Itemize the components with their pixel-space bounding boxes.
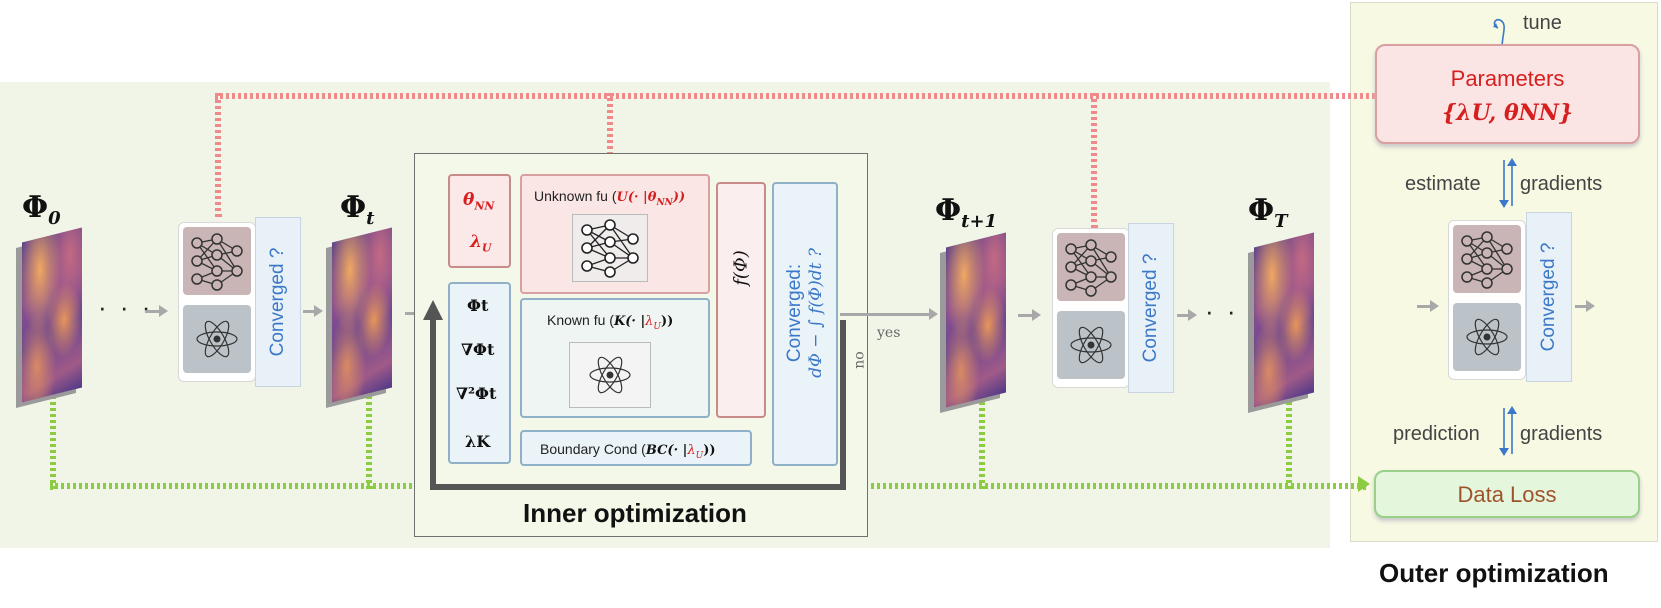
arrow-1 <box>145 305 168 317</box>
no-loop-arrowhead <box>423 300 443 320</box>
unknown-function-label: Unknown fu (U(· |θNN)) <box>534 188 686 208</box>
field-phi-t <box>332 227 392 403</box>
ellipsis-2: · · · <box>1205 296 1261 326</box>
phi-0-label: Φ0 <box>22 190 61 229</box>
boundary-condition-label: Boundary Cond (BC(· |λU)) <box>540 441 716 461</box>
boundary-condition-card: Boundary Cond (BC(· |λU)) <box>520 430 752 466</box>
arrow-3 <box>1018 309 1041 321</box>
parameters-title: Parameters <box>1450 66 1565 91</box>
data-loss-box: Data Loss <box>1374 470 1640 518</box>
f-phi-card: f(Φ) <box>716 182 766 418</box>
loss-drop-T <box>1286 390 1292 489</box>
tune-arrow-icon <box>1490 14 1520 50</box>
outer-optimization-title: Outer optimization <box>1379 558 1609 588</box>
input-grad-phi-t: ∇Φt <box>461 340 495 359</box>
no-label: no <box>851 351 868 369</box>
inner-optimization-title: Inner optimization <box>523 498 747 528</box>
gradients-label-1: gradients <box>1520 173 1603 195</box>
converged-check-2: Converged ? <box>1128 223 1174 393</box>
loss-drop-t1 <box>979 390 985 489</box>
atom-icon <box>1453 303 1521 371</box>
lambda-u-symbol: λU <box>470 232 492 255</box>
param-line-top <box>215 93 1381 99</box>
arrow-outer-out <box>1575 300 1595 312</box>
atom-icon <box>569 342 651 408</box>
neural-network-icon <box>1453 225 1521 293</box>
arrow-2 <box>303 305 323 317</box>
prediction-label: prediction <box>1393 423 1480 445</box>
unknown-function-card: Unknown fu (U(· |θNN)) <box>520 174 710 294</box>
no-loop-line <box>430 320 846 490</box>
atom-icon <box>183 305 251 373</box>
f-phi-label: f(Φ) <box>730 249 752 286</box>
prediction-gradient-arrows <box>1496 404 1520 458</box>
solver-module-outer <box>1448 220 1526 380</box>
solver-module-1 <box>178 222 256 382</box>
loss-drop-0 <box>50 390 56 489</box>
data-loss-label: Data Loss <box>1457 482 1557 507</box>
field-phi-0 <box>22 227 82 403</box>
estimate-label: estimate <box>1405 173 1481 195</box>
param-drop-1 <box>215 93 221 217</box>
solver-module-2 <box>1052 228 1130 388</box>
neural-network-icon <box>1057 233 1125 301</box>
estimate-gradient-arrows <box>1496 156 1520 210</box>
gradients-label-2: gradients <box>1520 423 1603 445</box>
yes-arrow <box>840 308 938 320</box>
phi-t-label: Φt <box>340 190 375 229</box>
neural-network-icon <box>572 214 648 282</box>
param-drop-3 <box>1091 93 1097 228</box>
parameters-box: Parameters {λU, θNN} <box>1375 44 1640 144</box>
atom-icon <box>1057 311 1125 379</box>
arrow-4 <box>1177 309 1197 321</box>
arrow-outer-in <box>1417 300 1439 312</box>
phi-t1-label: Φt+1 <box>935 193 998 232</box>
field-phi-t1 <box>946 232 1006 408</box>
known-function-card: Known fu (K(· |λU)) <box>520 298 710 418</box>
field-phi-T <box>1254 232 1314 408</box>
input-lambda-k: λK <box>465 432 491 451</box>
parameters-math: {λU, θNN} <box>1441 100 1574 126</box>
loss-arrowhead <box>1358 476 1370 492</box>
ellipsis-1: · · · <box>98 292 154 322</box>
known-function-label: Known fu (K(· |λU)) <box>547 312 674 332</box>
neural-network-icon <box>183 227 251 295</box>
inputs-card: Φt ∇Φt ∇²Φt λK <box>448 282 511 464</box>
converged-check-1: Converged ? <box>255 217 301 387</box>
phi-T-label: ΦT <box>1248 193 1288 232</box>
yes-label: yes <box>877 325 901 341</box>
converged-check-outer: Converged ? <box>1526 212 1572 382</box>
theta-nn-symbol: θNN <box>463 190 495 213</box>
input-phi-t: Φt <box>467 296 489 315</box>
input-laplacian-phi-t: ∇²Φt <box>456 384 497 403</box>
tune-label: tune <box>1523 12 1562 34</box>
param-card: θNN λU <box>448 174 511 268</box>
inner-convergence-card: Converged: dΦ − ∫ f(Φ)dt ? <box>772 182 838 466</box>
loss-drop-t <box>366 390 372 489</box>
